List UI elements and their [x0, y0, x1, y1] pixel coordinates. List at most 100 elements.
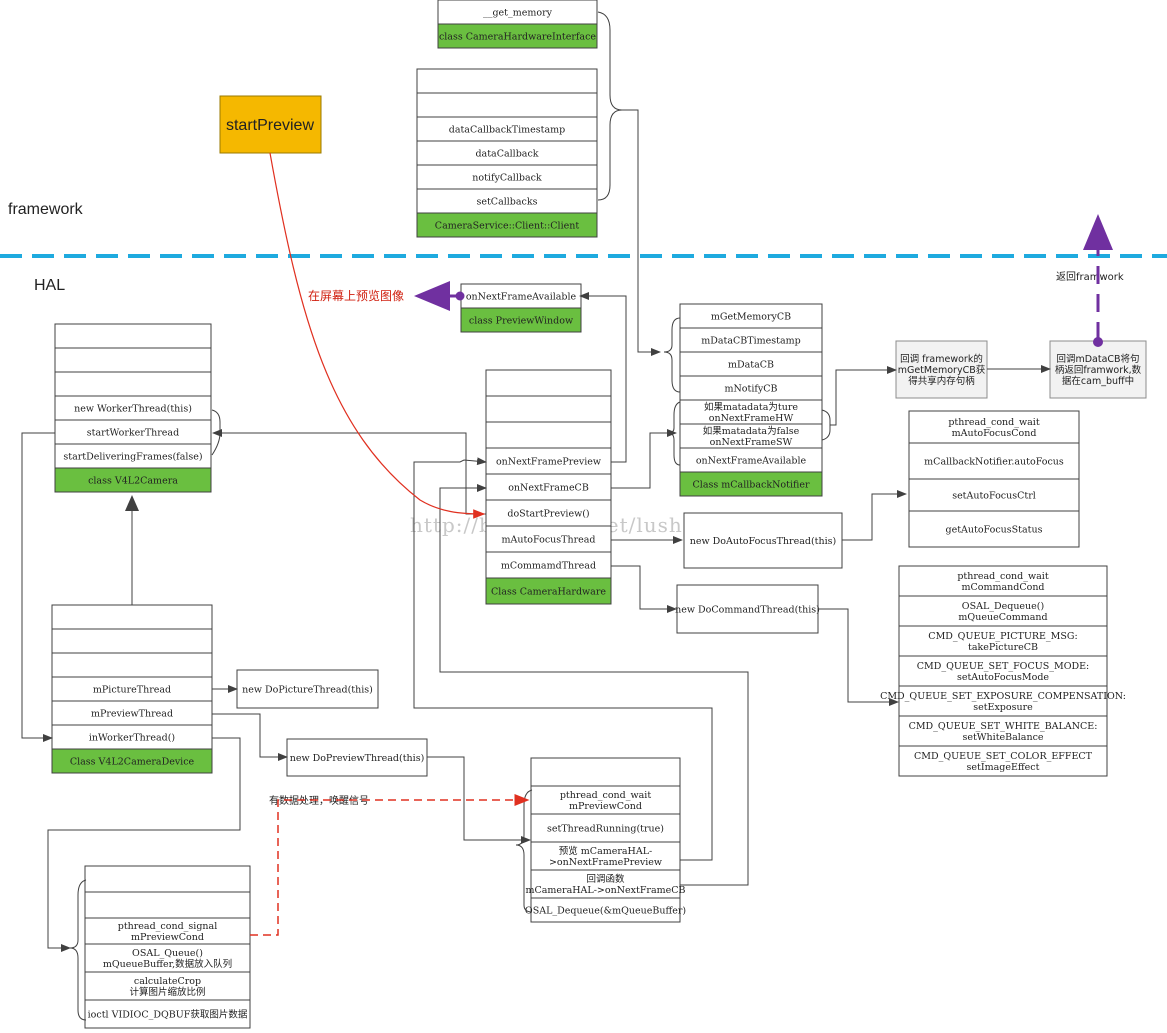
class-row-label: mCommamdThread: [501, 561, 596, 572]
stack-row: [84, 999, 251, 1029]
stack-row: [898, 565, 1108, 597]
start-preview-label: startPreview: [226, 117, 314, 134]
stack-row: [908, 510, 1080, 548]
stack-row-label: CMD_QUEUE_PICTURE_MSG:takePictureCB: [928, 631, 1077, 653]
class-row: [460, 283, 582, 309]
class-row: [416, 164, 598, 190]
class-row-label: startDeliveringFrames(false): [63, 452, 202, 463]
stack-row: [530, 897, 681, 923]
thread-box-docmd: new DoCommandThread(this): [675, 584, 820, 634]
note-box-datacb: 回调mDataCB将句柄返回framwork,数据在cam_buff中: [1049, 340, 1147, 399]
stack-row: [530, 813, 681, 843]
class-row: [485, 369, 612, 397]
stack-row: [908, 442, 1080, 480]
thread-label: new DoCommandThread(this): [675, 605, 820, 616]
class-row: [54, 395, 212, 421]
class-box-camhw: onNextFramePreviewonNextFrameCBdoStartPr…: [485, 369, 612, 605]
class-row: [679, 399, 823, 425]
class-row-label: onNextFrameCB: [508, 483, 589, 494]
class-title-label: Class CameraHardware: [491, 587, 606, 598]
stack-row: [898, 745, 1108, 777]
preview-on-screen-label: 在屏幕上预览图像: [308, 288, 404, 303]
class-row: [416, 68, 598, 94]
class-title-label: CameraService::Client::Client: [435, 221, 580, 232]
class-row: [416, 116, 598, 142]
class-box-v4l2dev: mPictureThreadmPreviewThreadinWorkerThre…: [51, 604, 213, 774]
note-rect: [1049, 340, 1147, 399]
stack-row-label: OSAL_Queue()mQueueBuffer,数据放入队列: [103, 948, 232, 970]
stack-row-label: CMD_QUEUE_SET_WHITE_BALANCE:setWhiteBala…: [909, 721, 1098, 743]
thread-label: new DoAutoFocusThread(this): [690, 536, 836, 547]
class-row-label: mDataCB: [728, 360, 774, 371]
stack-row: [908, 410, 1080, 444]
class-row: [416, 188, 598, 214]
stack-row-label: mCallbackNotifier.autoFocus: [924, 457, 1064, 468]
framework-label: framework: [8, 201, 84, 218]
note-rect: [895, 340, 988, 399]
class-box-csc: dataCallbackTimestampdataCallbacknotifyC…: [416, 68, 598, 238]
class-row: [54, 347, 212, 373]
class-row-label: onNextFrameAvailable: [466, 292, 577, 303]
class-row-label: setCallbacks: [476, 197, 537, 208]
class-title-label: class PreviewWindow: [469, 316, 573, 327]
class-row: [485, 499, 612, 527]
stack-row-label: CMD_QUEUE_SET_EXPOSURE_COMPENSATION:setE…: [880, 691, 1126, 713]
stack-row-label: ioctl VIDIOC_DQBUF获取图片数据: [88, 1009, 248, 1021]
stack-row-label: OSAL_Dequeue(&mQueueBuffer): [525, 906, 686, 917]
stack-row: [898, 715, 1108, 747]
stack-row: [84, 917, 251, 945]
connectors: [21, 11, 1113, 1021]
stack-row: [84, 865, 251, 893]
stack-row: [84, 891, 251, 919]
class-row: [51, 628, 213, 654]
class-row: [51, 676, 213, 702]
class-row: [679, 423, 823, 449]
class-title-bar: [54, 467, 212, 493]
stack-row: [898, 595, 1108, 627]
thread-rect: [683, 512, 843, 569]
class-row-label: doStartPreview(): [507, 509, 589, 520]
stack-row-label: setThreadRunning(true): [547, 824, 664, 835]
stack-row: [530, 757, 681, 787]
class-row: [679, 375, 823, 401]
thread-box-doaf: new DoAutoFocusThread(this): [683, 512, 843, 569]
class-row-label: onNextFrameAvailable: [696, 456, 807, 467]
class-row-label: mPreviewThread: [91, 709, 173, 720]
return-framework-label: 返回framwork: [1056, 271, 1124, 283]
stack-row: [530, 785, 681, 815]
class-box-pw: onNextFrameAvailable class PreviewWindow: [460, 283, 582, 333]
class-row-label: dataCallback: [475, 149, 538, 160]
stack-row-label: OSAL_Dequeue()mQueueCommand: [958, 601, 1047, 623]
class-row: [416, 140, 598, 166]
class-row: [485, 525, 612, 553]
class-title-bar: [51, 748, 213, 774]
note-label: 回调mDataCB将句柄返回framwork,数据在cam_buff中: [1055, 353, 1142, 387]
class-title-label: Class V4L2CameraDevice: [70, 757, 195, 768]
class-title-bar: [679, 471, 823, 497]
class-row: [416, 92, 598, 118]
class-row-label: mPictureThread: [93, 685, 171, 696]
class-row: [485, 395, 612, 423]
class-title-bar: [416, 212, 598, 238]
thread-label: new DoPictureThread(this): [242, 685, 373, 696]
class-row-label: mDataCBTimestamp: [701, 336, 800, 347]
class-title-label: class CameraHardwareInterface: [439, 32, 596, 43]
class-row-label: mGetMemoryCB: [711, 312, 791, 323]
class-row-label: startWorkerThread: [87, 428, 179, 439]
class-title-bar: [460, 307, 582, 333]
class-row-label: mAutoFocusThread: [502, 535, 596, 546]
stack-row-label: setAutoFocusCtrl: [952, 491, 1036, 502]
class-title-bar: [437, 23, 598, 49]
